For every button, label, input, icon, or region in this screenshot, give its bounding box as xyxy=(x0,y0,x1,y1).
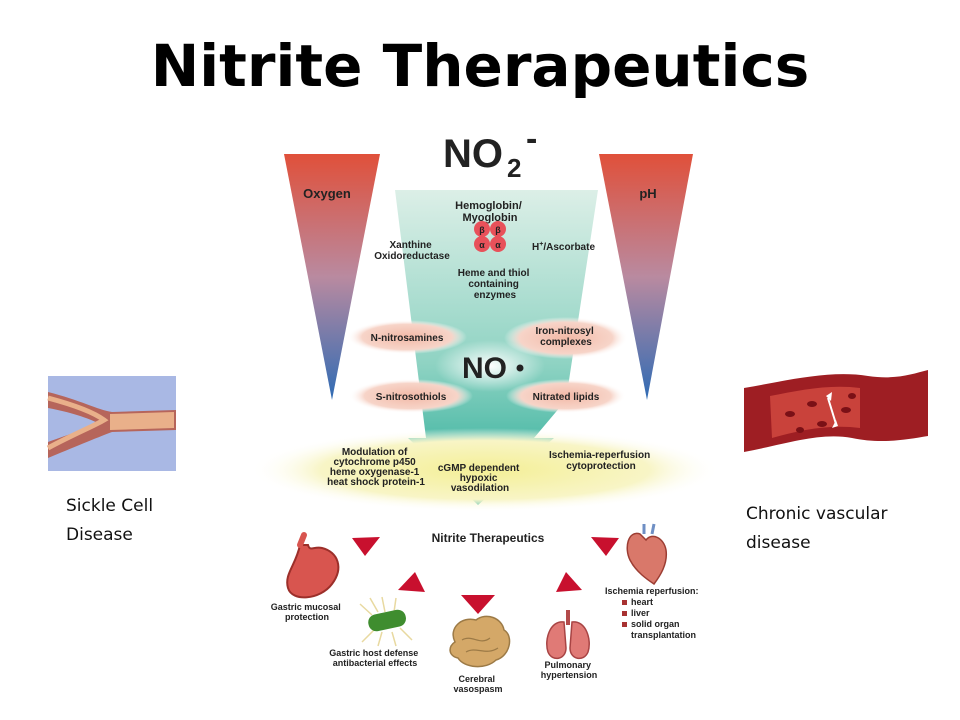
svg-text:pH: pH xyxy=(639,186,656,201)
slide-title: Nitrite Therapeutics xyxy=(150,32,810,100)
stomach-icon xyxy=(286,532,340,599)
modulation-label: Modulation of cytochrome p450 heme oxyge… xyxy=(327,447,425,488)
svg-text:solid organ: solid organ xyxy=(631,619,680,629)
arrow-cerebral xyxy=(461,595,495,614)
ischemia-reperfusion-heading: Ischemia reperfusion: xyxy=(605,586,699,596)
hemoglobin-icon: β β α α xyxy=(474,221,506,252)
arrow-gastric-mucosal xyxy=(352,537,380,556)
arrow-gastric-host xyxy=(398,572,425,592)
svg-text:NO: NO xyxy=(443,132,503,176)
lungs-icon xyxy=(546,610,590,660)
vascular-vessel-image xyxy=(744,370,928,452)
arrow-pulmonary xyxy=(556,572,582,592)
brain-icon xyxy=(449,615,511,668)
sickle-cell-caption: Sickle Cell Disease xyxy=(66,496,154,545)
therapeutics-heading: Nitrite Therapeutics xyxy=(432,531,545,545)
pulmonary-label: Pulmonary hypertension xyxy=(541,660,598,680)
svg-text:2: 2 xyxy=(507,153,521,183)
svg-text:-: - xyxy=(526,120,537,158)
ischemia-cytoprotection-label: Ischemia-reperfusion cytoprotection xyxy=(549,450,653,472)
heme-thiol-label: Heme and thiol containing enzymes xyxy=(458,268,532,301)
svg-text:β: β xyxy=(495,225,501,235)
svg-text:α: α xyxy=(495,240,501,250)
cerebral-label: Cerebral vasospasm xyxy=(453,674,502,694)
effects-halo xyxy=(250,428,720,512)
n-nitrosamines-node: N-nitrosamines xyxy=(347,320,467,354)
nitric-oxide-formula: NO xyxy=(435,340,545,392)
cgmp-label: cGMP dependent hypoxic vasodilation xyxy=(438,463,522,494)
sickle-cell-vessel-image xyxy=(46,376,176,471)
nitrite-formula: NO 2 - xyxy=(443,120,537,183)
hemoglobin-label: Hemoglobin/ Myoglobin xyxy=(455,200,525,224)
svg-text:NO: NO xyxy=(462,352,507,385)
xanthine-label: Xanthine Oxidoreductase xyxy=(374,240,450,262)
svg-text:α: α xyxy=(479,240,485,250)
ascorbate-label: H+/Ascorbate xyxy=(532,241,595,253)
svg-text:β: β xyxy=(479,225,485,235)
iron-nitrosyl-node: Iron-nitrosyl complexes xyxy=(504,317,628,359)
arrow-ischemia xyxy=(591,537,619,556)
ischemia-list: heart liver solid organ transplantation xyxy=(622,597,696,640)
nitrated-lipids-node: Nitrated lipids xyxy=(506,379,626,413)
gastric-host-label: Gastric host defense antibacterial effec… xyxy=(329,648,421,668)
oxygen-gradient: Oxygen xyxy=(284,154,380,400)
vascular-disease-caption: Chronic vascular disease xyxy=(746,504,888,553)
svg-text:Nitrated lipids: Nitrated lipids xyxy=(533,392,600,403)
svg-text:transplantation: transplantation xyxy=(631,630,696,640)
svg-text:heart: heart xyxy=(631,597,653,607)
svg-text:N-nitrosamines: N-nitrosamines xyxy=(371,333,444,344)
svg-text:S-nitrosothiols: S-nitrosothiols xyxy=(376,392,447,403)
svg-text:Iron-nitrosyl complexes: Iron-nitrosyl complexes xyxy=(535,326,596,348)
svg-text:liver: liver xyxy=(631,608,650,618)
heart-icon xyxy=(626,523,668,586)
gastric-mucosal-label: Gastric mucosal protection xyxy=(271,602,344,622)
s-nitrosothiols-node: S-nitrosothiols xyxy=(349,379,473,413)
svg-text:Oxygen: Oxygen xyxy=(303,186,351,201)
bacterium-icon xyxy=(359,596,413,647)
ph-gradient: pH xyxy=(599,154,693,400)
